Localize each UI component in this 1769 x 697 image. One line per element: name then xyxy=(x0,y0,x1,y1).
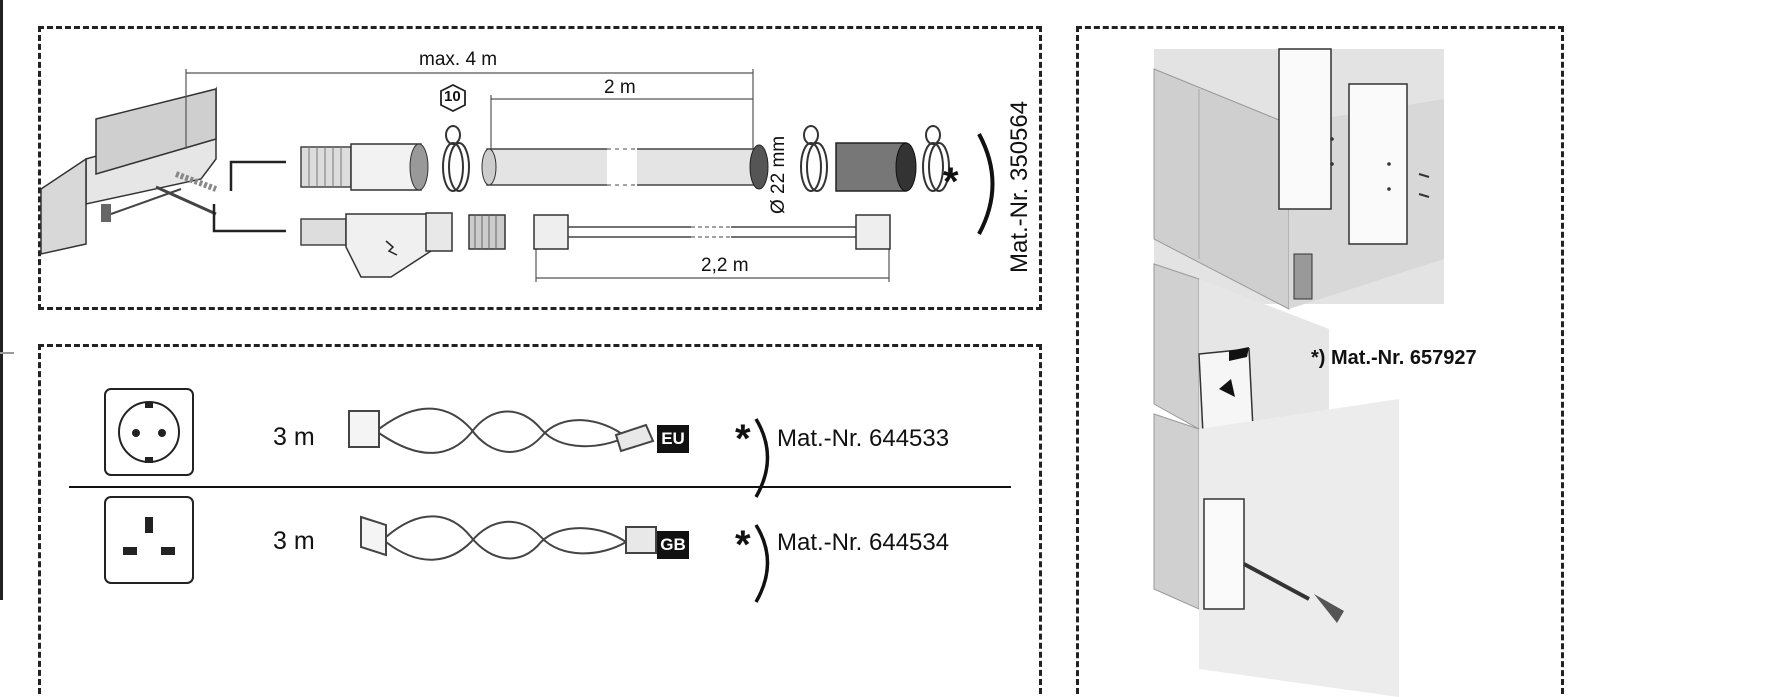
eu-cable-length: 3 m xyxy=(273,423,315,451)
insert-arrow-1 xyxy=(1229,347,1249,361)
footnote-asterisk: * xyxy=(943,160,959,204)
left-edge-line xyxy=(0,0,3,600)
extension-hose xyxy=(481,144,769,190)
hose-clamp-2 xyxy=(800,125,828,192)
gb-region-badge: GB xyxy=(657,531,689,559)
gb-footnote-bracket xyxy=(754,524,770,603)
cabinet-scene-top xyxy=(1153,48,1444,310)
wrench-size-symbol xyxy=(440,83,466,113)
extension-length-label: 2 m xyxy=(604,77,636,98)
connector-sleeve xyxy=(835,142,917,192)
gb-cable xyxy=(360,515,657,561)
hose-clamp-3 xyxy=(922,125,950,192)
plinth-cover-right xyxy=(1348,83,1408,245)
wrench-size-label: 10 xyxy=(444,88,461,105)
threaded-adapter xyxy=(468,214,506,250)
max-length-label: max. 4 m xyxy=(419,49,498,70)
cabinet-scene-bottom xyxy=(1153,399,1399,697)
screwdriver xyxy=(1243,562,1310,601)
plinth-cover-fitted xyxy=(1203,498,1245,610)
eu-socket-icon xyxy=(104,388,194,476)
inlet-length-label: 2,2 m xyxy=(701,255,749,276)
power-cable-panel: 3 m EU * Mat.-Nr. 644533 3 m GB * Mat.-N… xyxy=(38,344,1042,694)
plinth-mat-nr: *) Mat.-Nr. 657927 xyxy=(1311,347,1477,369)
diameter-label: Ø 22 mm xyxy=(768,135,789,214)
left-edge-tick xyxy=(0,352,14,354)
plinth-illustration xyxy=(1153,48,1444,697)
hose-mat-nr: Mat.-Nr. 350564 xyxy=(1006,100,1033,273)
dishwasher-corner xyxy=(40,86,217,255)
gb-cable-length: 3 m xyxy=(273,527,315,555)
screws xyxy=(1418,173,1430,198)
hose-accessories-panel: max. 4 m 2 m 10 2,2 m Ø 22 mm * Mat.-Nr.… xyxy=(38,26,1042,310)
inlet-extension-hose xyxy=(533,214,891,250)
eu-cable xyxy=(348,407,655,454)
eu-footnote-asterisk: * xyxy=(735,417,751,461)
cable-illustration xyxy=(69,388,1011,603)
footnote-bracket xyxy=(977,133,995,235)
plinth-cover-left xyxy=(1278,48,1332,210)
eu-region-badge: EU xyxy=(657,425,689,453)
hose-clamp-1 xyxy=(442,125,470,192)
eu-cable-mat-nr: Mat.-Nr. 644533 xyxy=(777,425,950,452)
plug-block xyxy=(101,204,111,222)
gb-socket-icon xyxy=(104,496,194,584)
aquastop-valve xyxy=(300,212,453,278)
plinth-panel: *) Mat.-Nr. 657927 xyxy=(1076,26,1564,697)
hose-illustration xyxy=(40,69,995,282)
gb-cable-mat-nr: Mat.-Nr. 644534 xyxy=(777,529,950,556)
eu-footnote-bracket xyxy=(754,418,770,498)
gb-footnote-asterisk: * xyxy=(735,523,751,567)
drain-hose-end xyxy=(300,143,429,191)
insert-arrow-2 xyxy=(1219,379,1235,397)
